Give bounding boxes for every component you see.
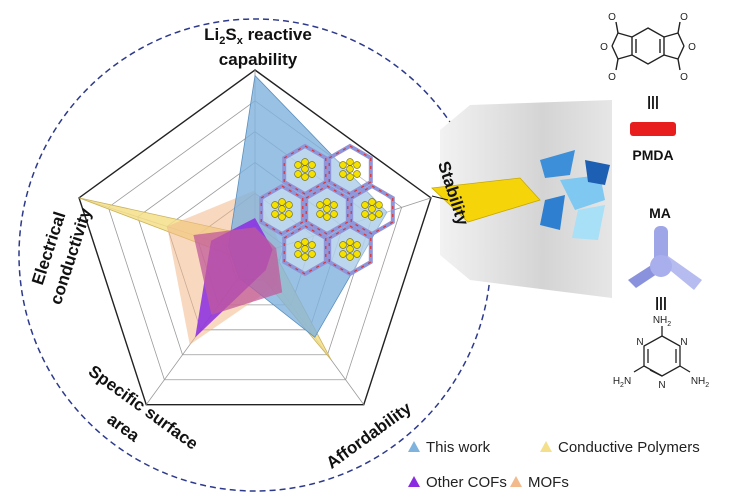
legend-swatch-other-cofs <box>408 476 420 487</box>
sulfur-atom <box>375 201 383 209</box>
pmda-o-4: O <box>688 42 696 53</box>
sulfur-atom <box>353 250 361 258</box>
sulfur-atom <box>294 161 302 169</box>
cof-framework-illustration <box>259 143 395 277</box>
sulfur-atom <box>301 245 309 253</box>
legend-swatch-conductive-polymers <box>540 441 552 452</box>
melamine-n-3: N <box>658 380 665 391</box>
melamine-n-1: N <box>636 337 643 348</box>
axis-label-bottom-left-line1: Specific surface <box>85 362 202 454</box>
radar-grid-ring <box>78 69 432 406</box>
ma-label: MA <box>649 205 671 221</box>
sulfur-atom <box>330 201 338 209</box>
sulfur-atom <box>301 173 309 181</box>
sulfur-atom <box>301 253 309 261</box>
pmda-o-1: O <box>608 12 616 23</box>
ma-node-shape <box>628 226 702 290</box>
pmda-o-5: O <box>608 72 616 83</box>
melamine-nh2-top: NH2 <box>653 315 671 328</box>
legend-label-conductive-polymers: Conductive Polymers <box>558 439 700 456</box>
legend-swatch-mofs <box>510 476 522 487</box>
sulfur-atom <box>285 201 293 209</box>
sulfur-atom <box>294 170 302 178</box>
melamine-nh2-right: NH2 <box>691 376 709 389</box>
sulfur-atom <box>323 205 331 213</box>
sulfur-atom <box>346 173 354 181</box>
melamine-structure <box>633 326 691 377</box>
sulfur-atom <box>316 201 324 209</box>
sulfur-atom <box>294 241 302 249</box>
sulfur-atom <box>339 170 347 178</box>
sulfur-atom <box>308 170 316 178</box>
sulfur-atom <box>353 241 361 249</box>
sulfur-atom <box>278 205 286 213</box>
pmda-o-3: O <box>600 42 608 53</box>
sulfur-atom <box>278 198 286 206</box>
sulfur-atom <box>271 201 279 209</box>
sulfur-atom <box>323 198 331 206</box>
sulfur-atom <box>308 250 316 258</box>
pmda-structure <box>611 21 685 71</box>
stability-3d-shape <box>540 150 610 240</box>
axis-label-top-line2: capability <box>219 50 298 69</box>
legend-swatch-this-work <box>408 441 420 452</box>
ma-equiv-sign: ||| <box>655 294 667 310</box>
sulfur-atom <box>353 170 361 178</box>
sulfur-atom <box>368 198 376 206</box>
sulfur-atom <box>308 241 316 249</box>
pmda-block <box>630 122 676 136</box>
sulfur-atom <box>308 161 316 169</box>
sulfur-atom <box>368 205 376 213</box>
sulfur-atom <box>346 245 354 253</box>
stability-pointer-line <box>431 195 449 201</box>
melamine-n-2: N <box>680 337 687 348</box>
axis-label-top: Li2Sx reactive <box>204 25 312 47</box>
sulfur-atom <box>339 161 347 169</box>
sulfur-atom <box>346 165 354 173</box>
sulfur-atom <box>339 241 347 249</box>
pmda-o-6: O <box>680 72 688 83</box>
pmda-label: PMDA <box>632 147 673 163</box>
series-overlap-region <box>193 227 283 315</box>
legend-label-mofs: MOFs <box>528 474 569 491</box>
sulfur-atom <box>301 165 309 173</box>
sulfur-atom <box>361 201 369 209</box>
sulfur-atom <box>301 238 309 246</box>
sulfur-atom <box>339 250 347 258</box>
sulfur-atom <box>353 161 361 169</box>
sulfur-atom <box>361 210 369 218</box>
melamine-nh2-left: H2N <box>613 376 631 389</box>
sulfur-atom <box>368 213 376 221</box>
legend-label-other-cofs: Other COFs <box>426 474 507 491</box>
stability-arrow <box>431 177 541 223</box>
sulfur-atom <box>346 158 354 166</box>
sulfur-atom <box>346 238 354 246</box>
legend-label-this-work: This work <box>426 439 491 456</box>
sulfur-atom <box>294 250 302 258</box>
legend: This work Conductive Polymers Other COFs… <box>408 439 700 491</box>
sulfur-atom <box>271 210 279 218</box>
sulfur-atom <box>278 213 286 221</box>
sulfur-atom <box>316 210 324 218</box>
pmda-equiv-sign: ||| <box>647 93 659 109</box>
sulfur-atom <box>346 253 354 261</box>
sulfur-atom <box>285 210 293 218</box>
sulfur-atom <box>301 158 309 166</box>
sulfur-atom <box>330 210 338 218</box>
sulfur-atom <box>375 210 383 218</box>
pmda-o-2: O <box>680 12 688 23</box>
sulfur-atom <box>323 213 331 221</box>
